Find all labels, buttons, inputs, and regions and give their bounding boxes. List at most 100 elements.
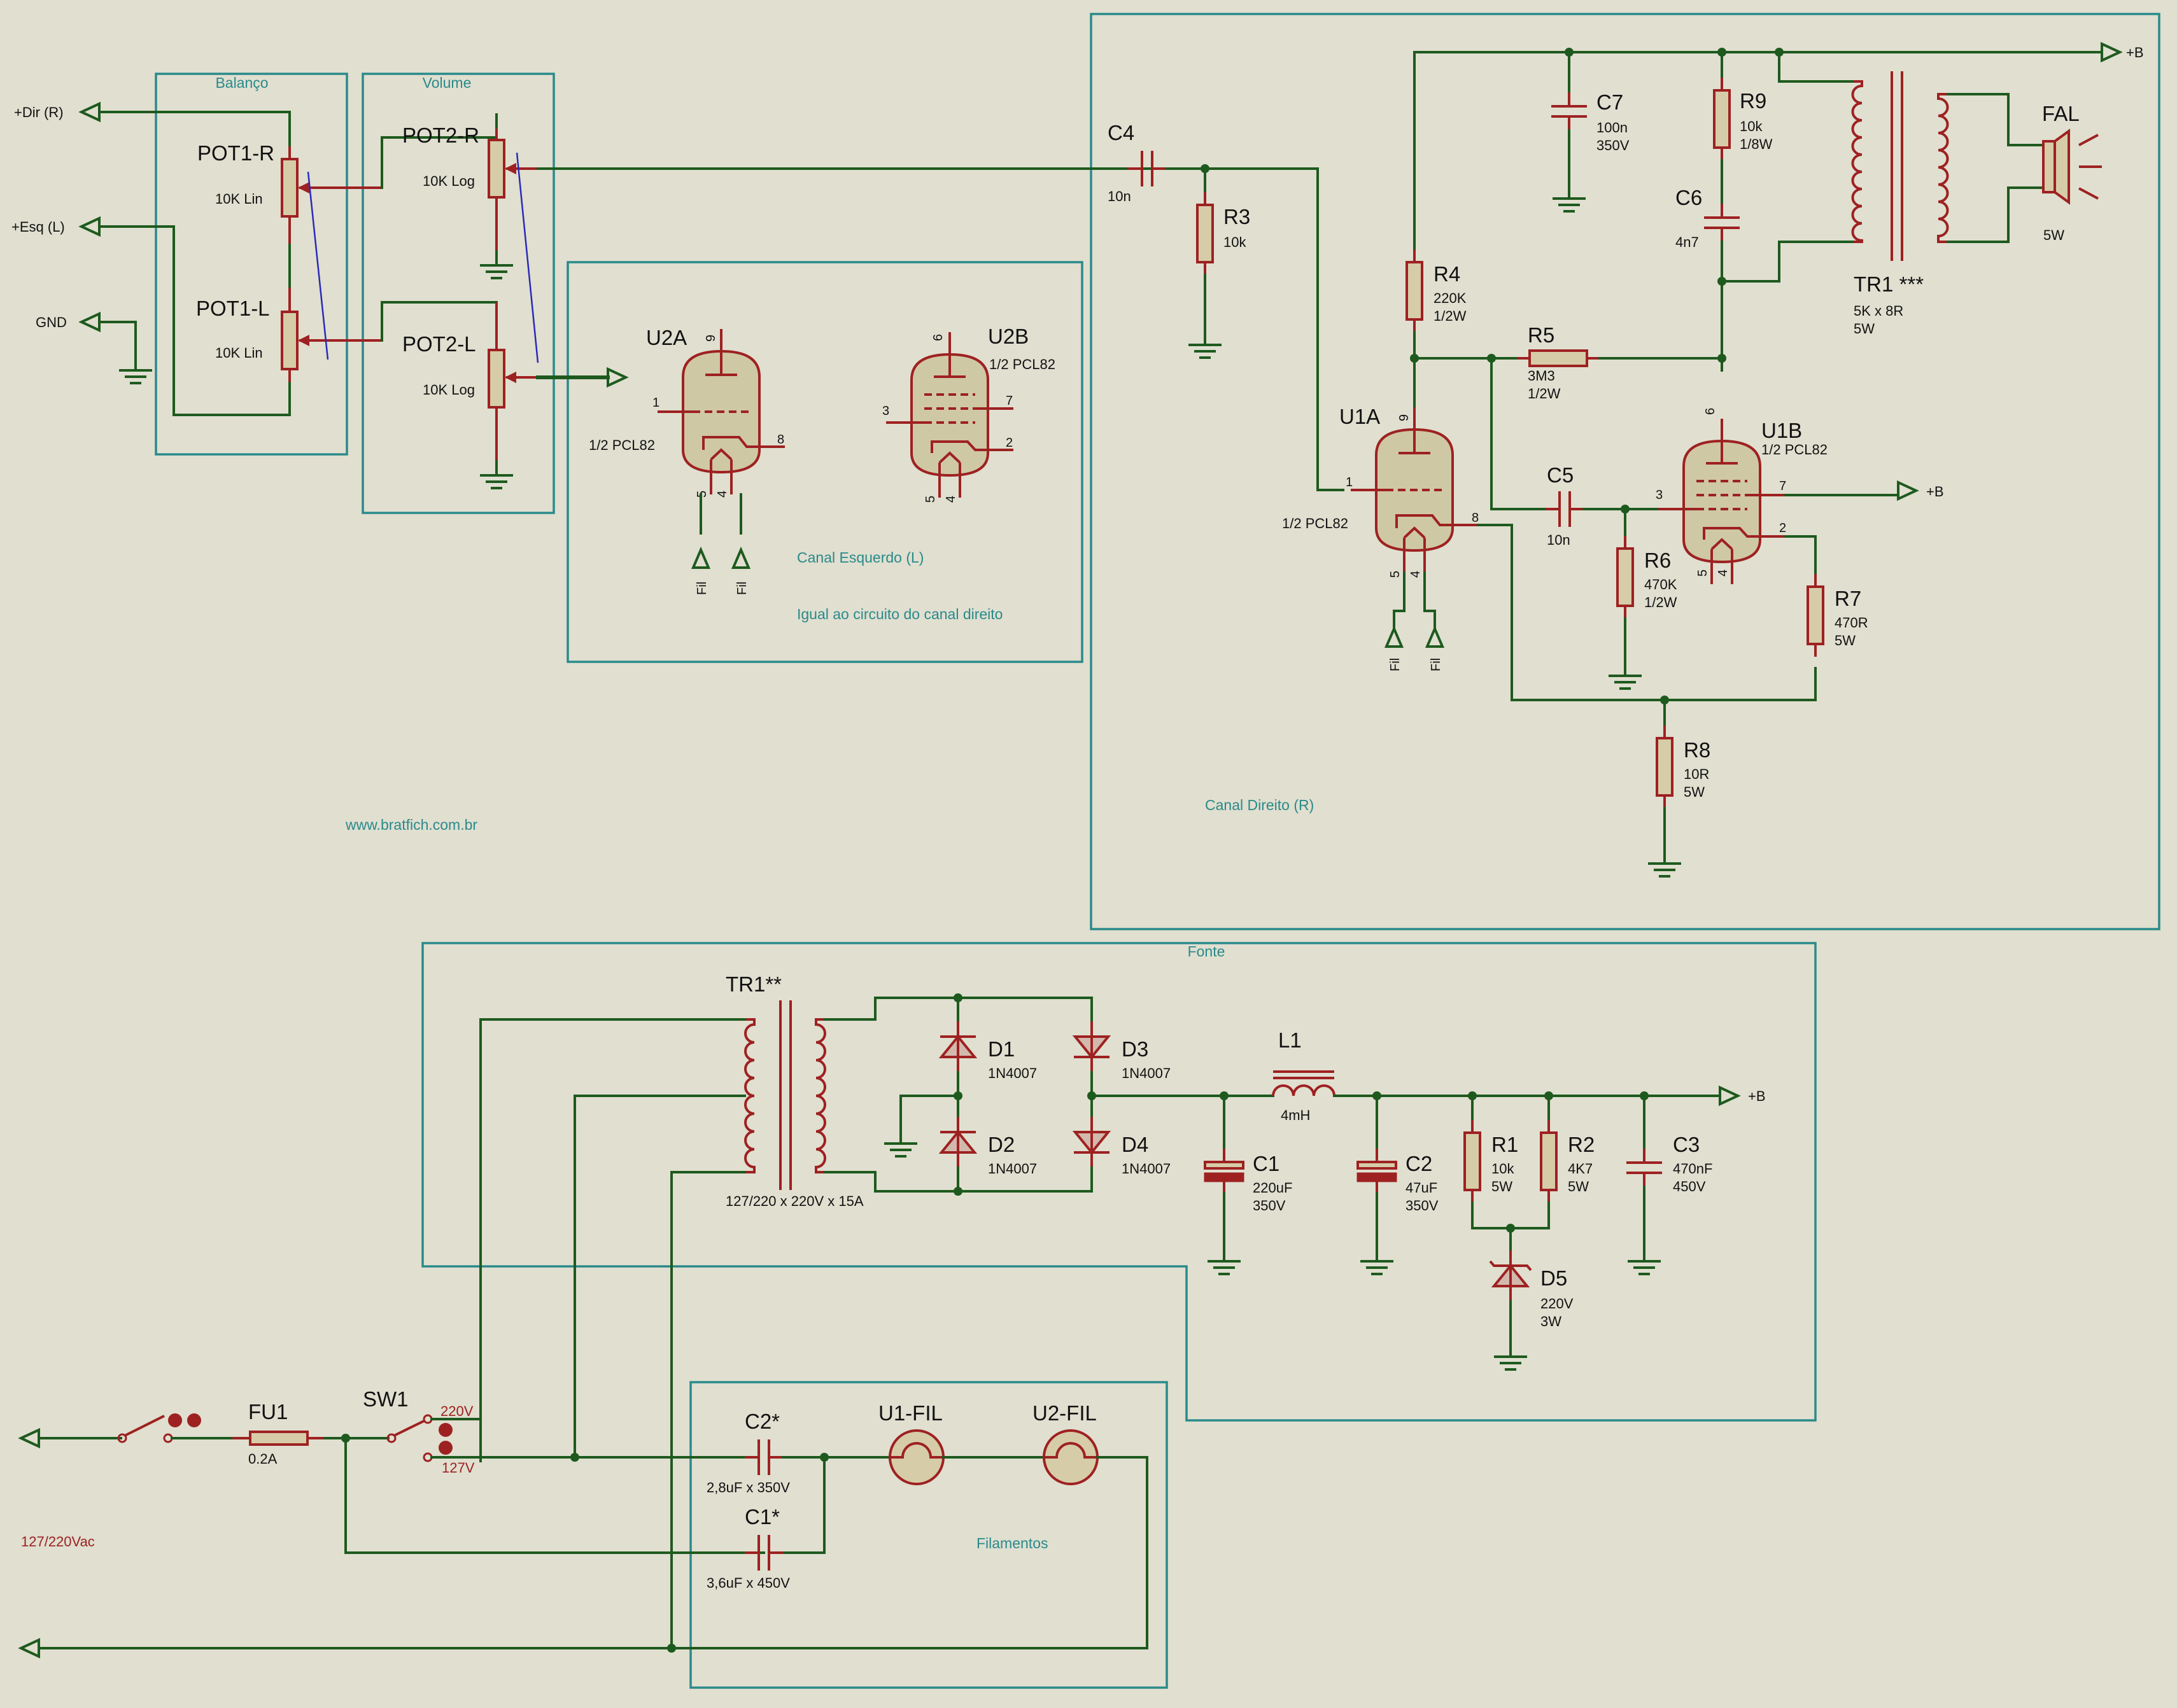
- svg-text:2: 2: [1006, 436, 1013, 450]
- cap-c3: C3 470nF 450V: [1625, 1133, 1712, 1194]
- svg-text:450V: 450V: [1673, 1179, 1706, 1194]
- balanco-label: Balanço: [215, 74, 268, 91]
- svg-text:POT1-L: POT1-L: [196, 297, 270, 320]
- res-r7: R7 470R 5W: [1807, 573, 1868, 658]
- svg-text:3M3: 3M3: [1528, 368, 1555, 384]
- svg-text:5K x 8R: 5K x 8R: [1854, 303, 1903, 319]
- diode-d1: D1 1N4007: [939, 1020, 1037, 1081]
- svg-text:7: 7: [1006, 394, 1013, 408]
- svg-text:8: 8: [777, 433, 784, 447]
- port-b-mid: +B: [1926, 484, 1944, 500]
- svg-text:5W: 5W: [1684, 784, 1705, 800]
- svg-text:10n: 10n: [1108, 188, 1131, 204]
- svg-text:2: 2: [1779, 521, 1786, 535]
- svg-text:1N4007: 1N4007: [988, 1161, 1037, 1177]
- svg-text:220V: 220V: [1540, 1296, 1574, 1312]
- svg-text:6: 6: [931, 334, 945, 341]
- svg-text:C2*: C2*: [745, 1410, 780, 1433]
- cap-c4: C4 10n: [1108, 121, 1167, 204]
- u2a-fil-b: Fil: [735, 582, 749, 595]
- svg-text:4: 4: [1716, 570, 1730, 577]
- res-r2: R2 4K7 5W: [1540, 1119, 1595, 1204]
- filamentos-label: Filamentos: [976, 1535, 1048, 1551]
- canal-direito-label: Canal Direito (R): [1205, 797, 1314, 813]
- svg-text:C3: C3: [1673, 1133, 1700, 1156]
- svg-text:9: 9: [704, 335, 718, 342]
- svg-text:1N4007: 1N4007: [1122, 1065, 1171, 1081]
- svg-text:350V: 350V: [1406, 1198, 1439, 1214]
- mains-input-label: 127/220Vac: [21, 1534, 95, 1550]
- selector-sw1[interactable]: SW1 220V 127V: [363, 1387, 475, 1476]
- tube-u2b: U2B 1/2 PCL82 6 3 7 2 5 4: [882, 325, 1055, 503]
- svg-text:1/2W: 1/2W: [1644, 594, 1677, 610]
- svg-text:7: 7: [1779, 479, 1786, 493]
- svg-text:U1A: U1A: [1339, 405, 1380, 428]
- svg-text:C4: C4: [1108, 121, 1134, 144]
- svg-text:R3: R3: [1223, 205, 1250, 228]
- svg-text:1/2W: 1/2W: [1434, 308, 1467, 324]
- pot2-r: POT2-R 10K Log: [402, 123, 538, 251]
- svg-text:220V: 220V: [440, 1403, 474, 1419]
- svg-text:R1: R1: [1491, 1133, 1518, 1156]
- res-r1: R1 10k 5W: [1463, 1119, 1518, 1204]
- svg-text:C1: C1: [1253, 1152, 1279, 1175]
- port-esq: +Esq (L): [11, 219, 65, 235]
- svg-text:POT1-R: POT1-R: [197, 141, 274, 165]
- svg-text:470R: 470R: [1835, 615, 1868, 631]
- svg-text:350V: 350V: [1253, 1198, 1286, 1214]
- cap-c1-star: C1* 3,6uF x 450V: [707, 1505, 790, 1591]
- res-r5: R5 3M3 1/2W: [1516, 323, 1601, 402]
- svg-text:5W: 5W: [1568, 1179, 1589, 1194]
- res-r8: R8 10R 5W: [1656, 724, 1710, 809]
- svg-text:10K Lin: 10K Lin: [215, 345, 263, 361]
- cap-c2-star: C2* 2,8uF x 350V: [707, 1410, 790, 1495]
- svg-text:0.2A: 0.2A: [248, 1451, 278, 1467]
- svg-text:R8: R8: [1684, 738, 1710, 762]
- svg-text:470nF: 470nF: [1673, 1161, 1712, 1177]
- svg-text:C1*: C1*: [745, 1505, 780, 1529]
- svg-text:1N4007: 1N4007: [988, 1065, 1037, 1081]
- svg-text:4: 4: [715, 491, 729, 498]
- svg-text:POT2-R: POT2-R: [402, 123, 479, 147]
- res-r6: R6 470K 1/2W: [1616, 535, 1677, 620]
- speaker-fal: FAL 5W: [2042, 102, 2102, 243]
- svg-text:4K7: 4K7: [1568, 1161, 1593, 1177]
- tube-u2a: U2A 1/2 PCL82 9 1 8 5 4: [589, 326, 786, 498]
- svg-text:1/2 PCL82: 1/2 PCL82: [989, 356, 1055, 372]
- svg-text:6: 6: [1703, 408, 1717, 415]
- u1a-fil-b: Fil: [1429, 658, 1443, 671]
- cap-c5: C5 10n: [1544, 463, 1585, 548]
- svg-text:TR1 ***: TR1 ***: [1854, 272, 1924, 296]
- svg-text:4: 4: [1409, 571, 1423, 578]
- svg-text:10K Log: 10K Log: [423, 382, 475, 398]
- svg-text:1: 1: [652, 396, 659, 410]
- power-transformer-tr1: TR1** 127/220 x 220V x 15A: [726, 972, 864, 1209]
- svg-text:10n: 10n: [1547, 532, 1570, 548]
- svg-text:10k: 10k: [1740, 118, 1763, 134]
- svg-text:4mH: 4mH: [1281, 1107, 1310, 1123]
- port-gnd: GND: [36, 314, 67, 330]
- power-switch[interactable]: [38, 1413, 234, 1443]
- svg-text:127/220 x 220V x 15A: 127/220 x 220V x 15A: [726, 1193, 864, 1209]
- svg-text:D4: D4: [1122, 1133, 1148, 1156]
- diode-d2: D2 1N4007: [939, 1116, 1037, 1177]
- svg-text:5W: 5W: [1854, 321, 1875, 337]
- pot1-r: POT1-R 10K Lin: [197, 141, 382, 245]
- svg-text:4: 4: [944, 496, 958, 503]
- svg-text:47uF: 47uF: [1406, 1180, 1437, 1196]
- svg-text:C5: C5: [1547, 463, 1574, 487]
- svg-text:U2B: U2B: [988, 325, 1029, 348]
- svg-text:470K: 470K: [1644, 577, 1677, 592]
- svg-text:C7: C7: [1596, 90, 1623, 114]
- filamentos-box: [689, 1381, 1168, 1689]
- svg-text:1/2 PCL82: 1/2 PCL82: [1282, 515, 1348, 531]
- svg-text:R7: R7: [1835, 587, 1861, 610]
- fuse-fu1: FU1 0.2A: [232, 1400, 325, 1467]
- svg-text:FAL: FAL: [2042, 102, 2080, 125]
- svg-text:350V: 350V: [1596, 137, 1630, 153]
- svg-text:4n7: 4n7: [1675, 234, 1699, 250]
- svg-text:D5: D5: [1540, 1266, 1567, 1290]
- filament-u2-fil: U2-FIL: [1032, 1401, 1099, 1485]
- svg-text:R4: R4: [1434, 262, 1460, 286]
- svg-text:R6: R6: [1644, 549, 1671, 572]
